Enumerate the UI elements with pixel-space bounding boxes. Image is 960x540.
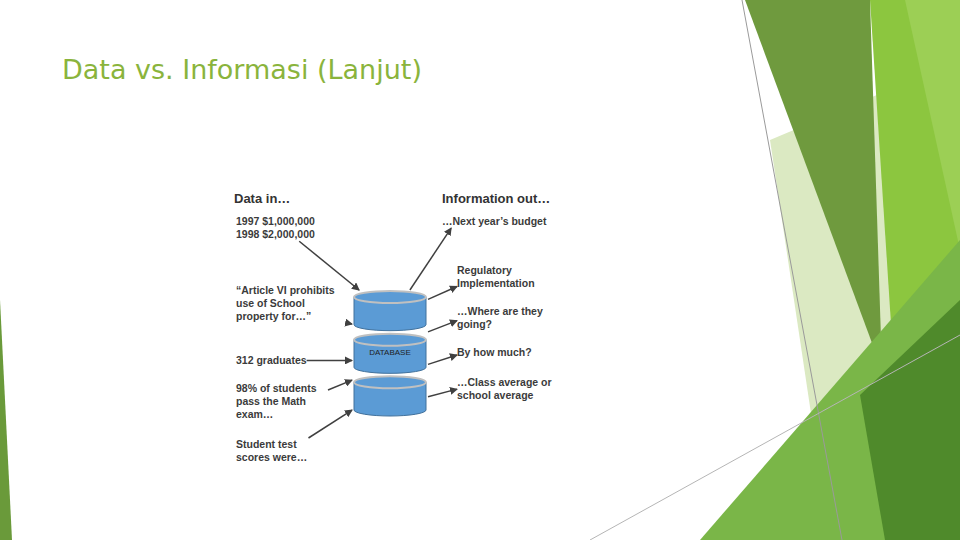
slide-title: Data vs. Informasi (Lanjut) bbox=[62, 54, 422, 85]
cylinder-cap bbox=[354, 291, 426, 303]
node-text: 312 graduates bbox=[236, 354, 307, 367]
text-node: 1997 $1,000,000 1998 $2,000,000 bbox=[236, 215, 336, 241]
arrow-connector bbox=[410, 228, 451, 290]
text-node: “Article VI prohibits use of School prop… bbox=[236, 284, 348, 323]
text-node: Student test scores were… bbox=[236, 438, 322, 464]
text-node: By how much? bbox=[457, 346, 532, 359]
database-label: DATABASE bbox=[352, 348, 428, 357]
text-node: …Next year’s budget bbox=[442, 215, 546, 228]
text-node: …Where are they going? bbox=[457, 305, 557, 331]
column-heading: Data in… bbox=[234, 191, 290, 206]
database-node: DATABASE bbox=[352, 290, 428, 418]
arrow-connector bbox=[428, 389, 457, 397]
arrow-connector bbox=[328, 380, 352, 390]
decor-triangle bbox=[700, 240, 960, 540]
text-node: …Class average or school average bbox=[457, 376, 557, 402]
decor-triangle bbox=[0, 300, 12, 540]
node-text: …Where are they going? bbox=[457, 305, 557, 331]
arrow-connector bbox=[299, 241, 359, 290]
text-node: 98% of students pass the Math exam… bbox=[236, 382, 328, 421]
node-text: “Article VI prohibits use of School prop… bbox=[236, 284, 348, 323]
text-node: 312 graduates bbox=[236, 354, 307, 367]
arrow-connector bbox=[428, 286, 457, 299]
node-text: By how much? bbox=[457, 346, 532, 359]
arrow-connector bbox=[348, 322, 352, 324]
node-text: 1997 $1,000,000 1998 $2,000,000 bbox=[236, 215, 336, 241]
node-text: 98% of students pass the Math exam… bbox=[236, 382, 328, 421]
arrow-connector bbox=[428, 355, 457, 364]
arrow-connector bbox=[307, 360, 352, 362]
decor-line bbox=[742, 0, 842, 540]
cylinder-cap bbox=[354, 334, 426, 346]
node-text: …Class average or school average bbox=[457, 376, 557, 402]
cylinder-cap bbox=[354, 376, 426, 388]
decor-line bbox=[590, 335, 960, 540]
column-heading: Information out… bbox=[442, 191, 550, 206]
node-text: …Next year’s budget bbox=[442, 215, 546, 228]
arrow-connector bbox=[428, 321, 457, 332]
decor-triangle bbox=[860, 300, 960, 540]
decor-triangle bbox=[905, 0, 960, 250]
text-node: Regulatory Implementation bbox=[457, 264, 549, 290]
arrow-connector bbox=[308, 410, 352, 438]
node-text: Student test scores were… bbox=[236, 438, 322, 464]
decor-triangle bbox=[745, 0, 882, 370]
node-text: Regulatory Implementation bbox=[457, 264, 549, 290]
